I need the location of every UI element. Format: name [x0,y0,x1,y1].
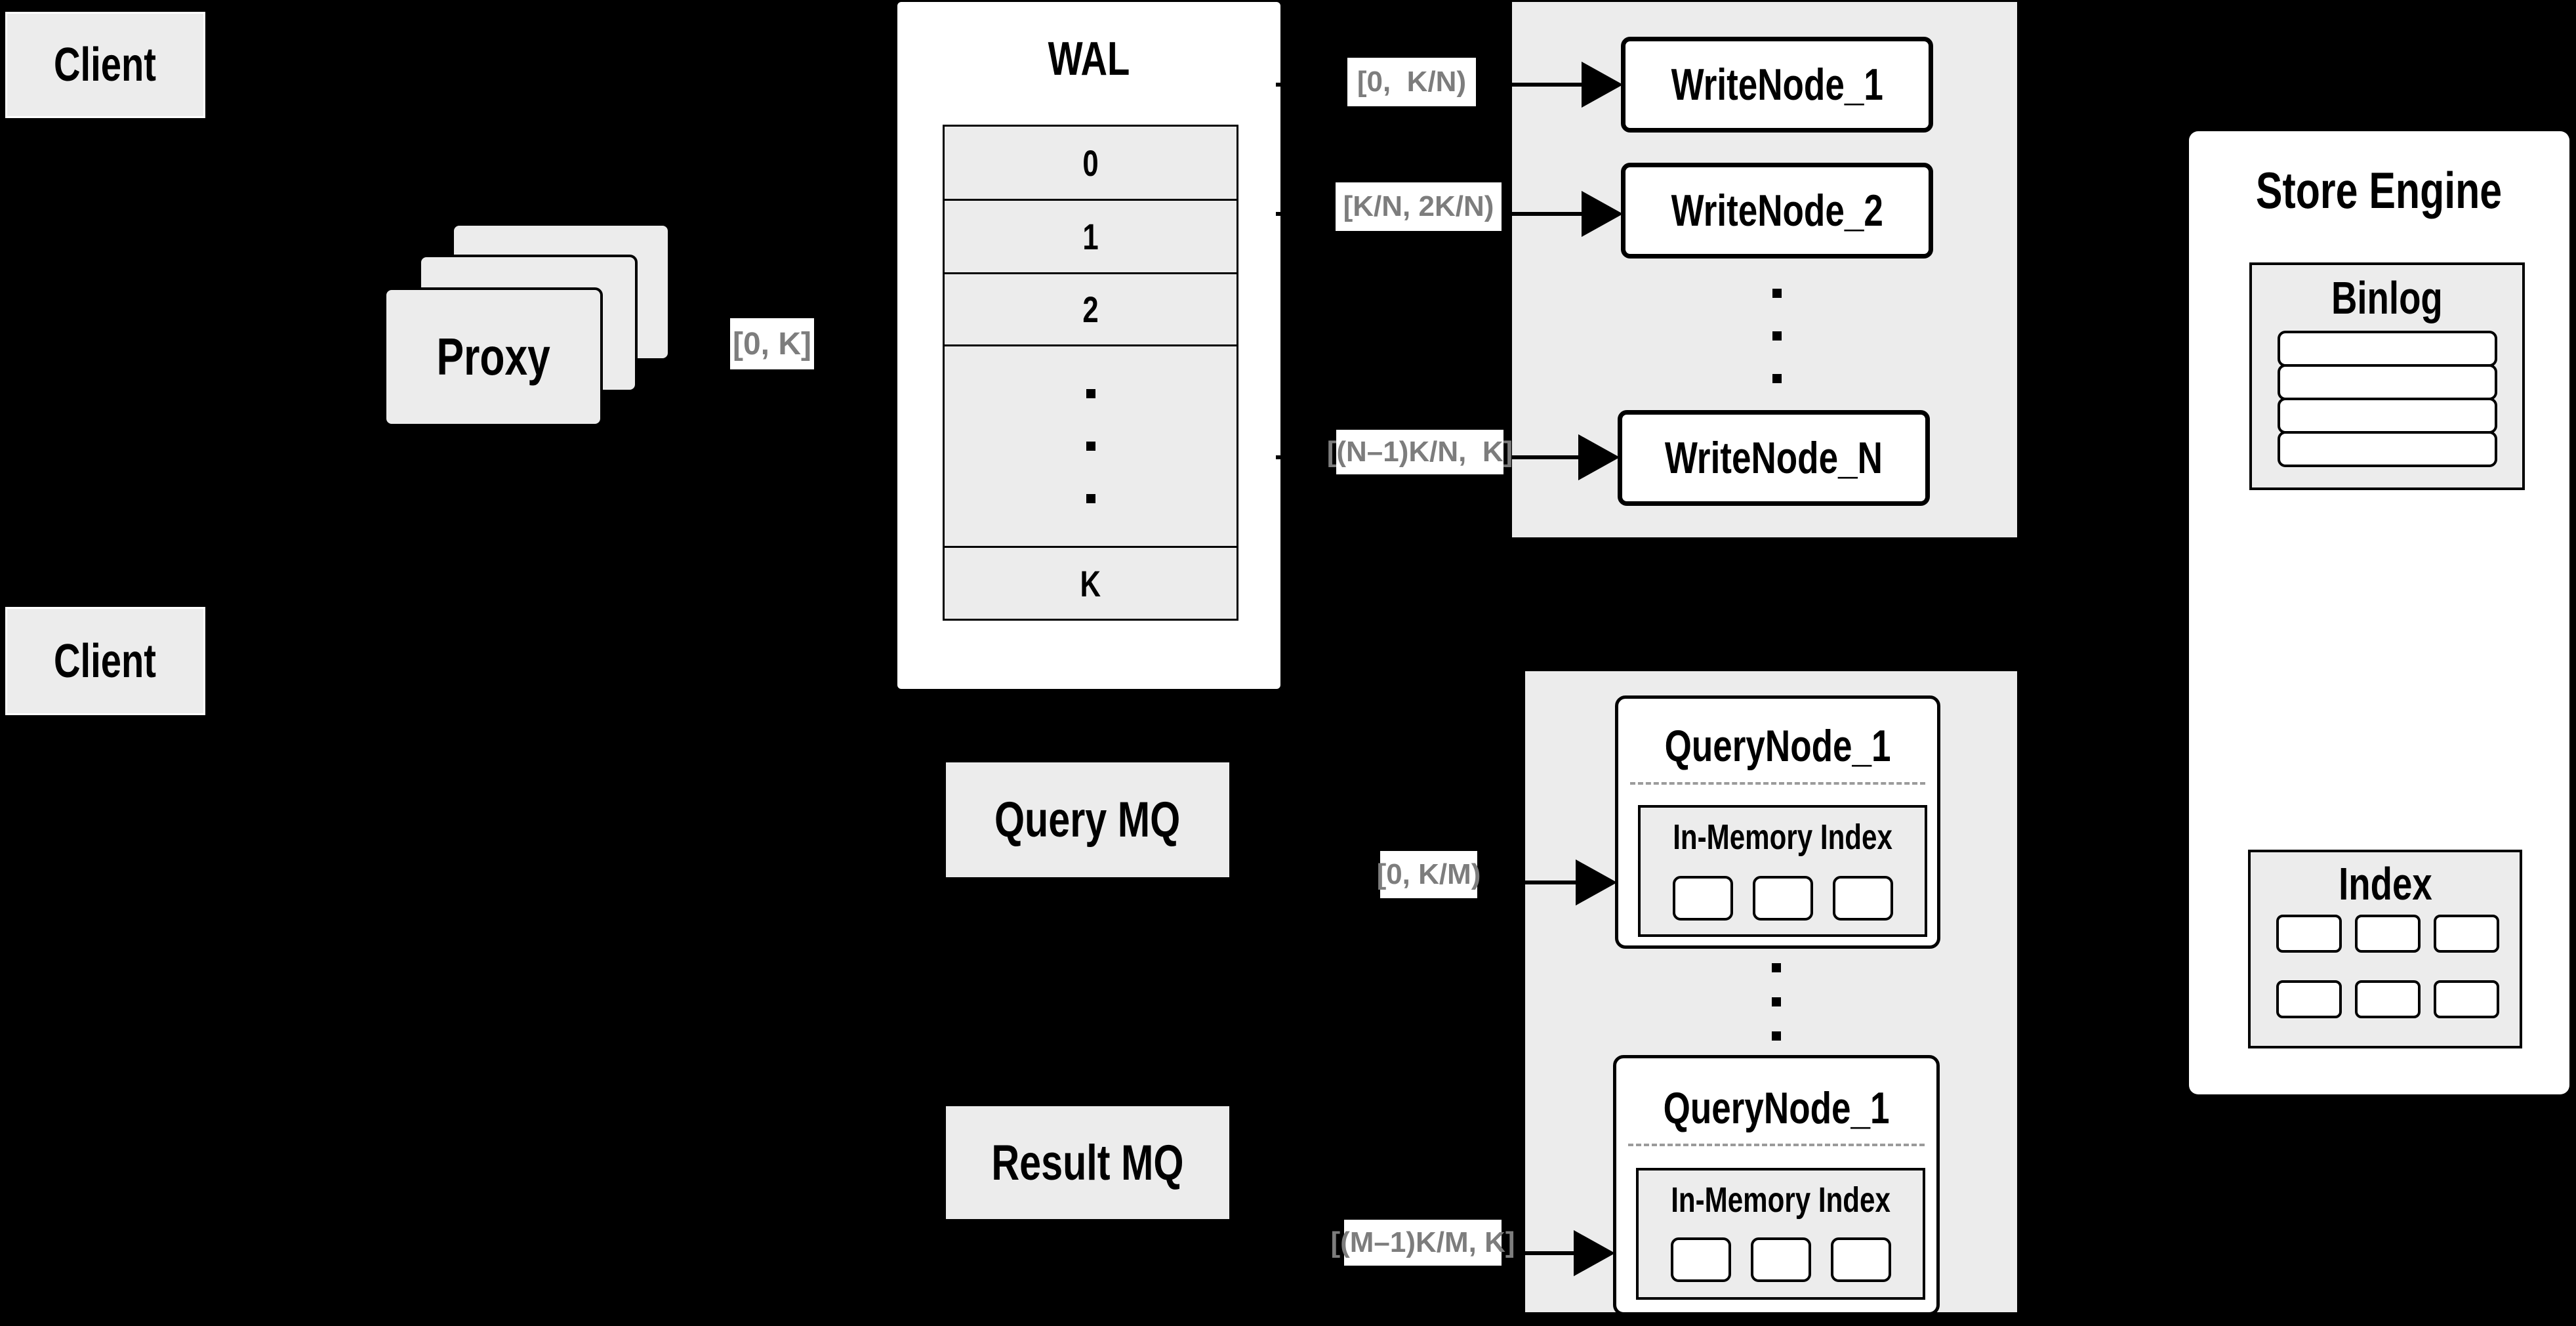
range-label-writenoden: [(N–1)K/N, K] [1327,430,1513,474]
in-memory-index-top-title: In-Memory Index [1673,818,1892,857]
binlog-row [2277,364,2497,400]
arrowhead-querynode-top-icon [1576,859,1618,906]
index-cell [2434,915,2499,953]
wal-segment-table: 0 1 2 K [943,125,1238,621]
write-node-2-label: WriteNode_2 [1671,186,1883,236]
arrowhead-querynode-bottom-icon [1574,1230,1616,1277]
client-bottom-label: Client [54,634,157,688]
proxy-card-front: Proxy [384,287,603,426]
wal-row-0-label: 0 [1082,142,1099,184]
client-top-label: Client [54,39,157,91]
client-box-bottom: Client [5,607,205,715]
result-mq-label: Result MQ [991,1134,1184,1191]
wal-row-1-label: 1 [1082,216,1099,257]
in-memory-index-bottom-title-area: In-Memory Index [1639,1171,1923,1230]
query-node-top-title: QueryNode_1 [1664,721,1891,771]
index-cell [2434,980,2499,1018]
arrowhead-writenode2-icon [1582,190,1624,238]
binlog-rows [2252,331,2522,467]
arrowhead-writenoden-icon [1578,434,1620,481]
index-cell [2276,915,2342,953]
memory-cell [1750,1237,1811,1282]
index-cell [2355,915,2421,953]
binlog-title: Binlog [2331,272,2443,323]
wal-row-k: K [943,546,1238,621]
range-label-writenode2: [K/N, 2K/N) [1336,182,1502,231]
in-memory-index-top: In-Memory Index [1638,805,1927,937]
write-node-1: WriteNode_1 [1621,37,1933,133]
in-memory-index-bottom-title: In-Memory Index [1671,1180,1891,1220]
in-memory-cells [1641,876,1925,921]
wal-title: WAL [1048,33,1130,85]
write-node-2: WriteNode_2 [1621,163,1933,259]
store-engine-title: Store Engine [2256,161,2503,219]
binlog-row [2277,398,2497,434]
memory-cell [1832,876,1893,921]
proxy-label: Proxy [436,327,550,386]
memory-cell [1752,876,1813,921]
ellipsis-dots [1086,389,1095,503]
query-node-bottom-title-area: QueryNode_1 [1616,1077,1936,1140]
memory-cell [1672,876,1733,921]
store-engine-title-area: Store Engine [2189,154,2569,226]
write-node-n-label: WriteNode_N [1664,433,1883,483]
binlog-box: Binlog [2249,262,2525,490]
range-label-proxy-to-wal: [0, K] [730,318,814,369]
index-cell [2276,980,2342,1018]
in-memory-cells [1639,1237,1923,1282]
index-title-area: Index [2251,852,2520,915]
binlog-row [2277,331,2497,367]
index-cells [2251,915,2520,1018]
index-title: Index [2338,858,2432,909]
dashed-divider [1628,1144,1925,1146]
binlog-title-area: Binlog [2252,265,2522,331]
write-node-1-label: WriteNode_1 [1671,60,1883,110]
wal-row-0: 0 [943,125,1238,201]
ellipsis-dots [1772,289,1782,383]
query-node-bottom-title: QueryNode_1 [1663,1083,1890,1133]
memory-cell [1670,1237,1731,1282]
index-cell [2355,980,2421,1018]
memory-cell [1830,1237,1891,1282]
in-memory-index-top-title-area: In-Memory Index [1641,808,1925,867]
result-mq-box: Result MQ [946,1106,1229,1219]
query-node-top: QueryNode_1 In-Memory Index [1615,695,1940,949]
range-label-writenode1: [0, K/N) [1347,58,1476,106]
query-node-bottom: QueryNode_1 In-Memory Index [1613,1055,1940,1316]
query-mq-box: Query MQ [946,762,1229,877]
binlog-row [2277,431,2497,467]
index-box: Index [2248,850,2522,1048]
ellipsis-dots [1772,963,1781,1041]
write-node-n: WriteNode_N [1618,410,1930,506]
query-node-top-title-area: QueryNode_1 [1618,715,1937,777]
wal-row-k-label: K [1080,562,1101,604]
arrowhead-writenode1-icon [1582,61,1624,108]
wal-row-2-label: 2 [1082,289,1099,330]
query-mq-label: Query MQ [994,792,1181,848]
range-label-querynode-bottom: [(M–1)K/M, K] [1330,1220,1515,1266]
wal-title-area: WAL [897,26,1280,92]
wal-row-ellipsis [943,344,1238,548]
range-label-querynode-top: [0, K/M) [1377,851,1481,898]
in-memory-index-bottom: In-Memory Index [1636,1168,1925,1300]
client-box-top: Client [5,12,205,118]
dashed-divider [1630,782,1925,785]
